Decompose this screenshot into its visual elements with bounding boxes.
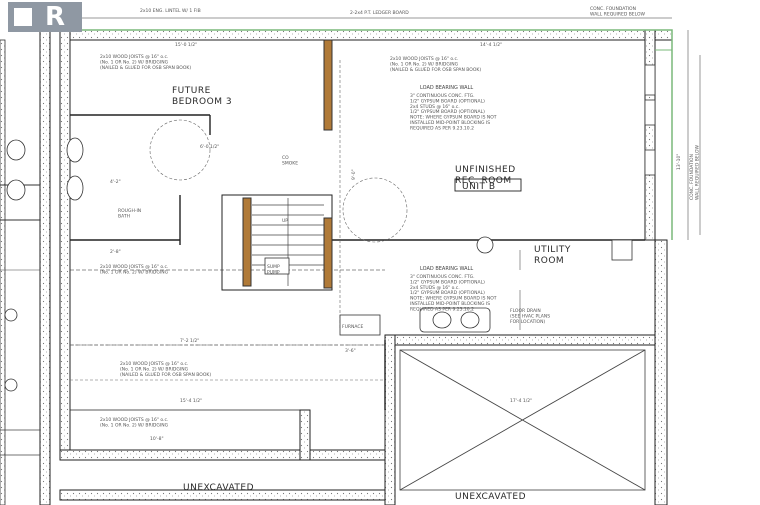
dim-6: 15'-4 1/2" <box>180 398 202 404</box>
dim-2: 14'-4 1/2" <box>480 42 502 48</box>
dimension-lines <box>60 17 701 330</box>
side-foundation-note: CONC. FOUNDATIONWALL REQUIRED BELOW <box>689 144 700 200</box>
fixtures <box>4 137 633 392</box>
dim-3: 6'-0 1/2" <box>200 144 219 150</box>
logo-text: R <box>44 2 66 32</box>
joists-note-right: 2x10 WOOD JOISTS @ 16" o.c.(No. 1 OR No.… <box>390 56 481 73</box>
joists-note-mid: 2x10 WOOD JOISTS @ 16" o.c.(No. 1 OR No.… <box>100 264 169 275</box>
green-accent-lines <box>60 29 673 240</box>
dim-12: 3'-6" <box>345 348 356 354</box>
neighbour-unit-walls <box>0 29 51 505</box>
load-bearing-posts <box>242 39 333 289</box>
lbw-mid-title: LOAD BEARING WALL <box>420 266 473 272</box>
dim-7: 10'-8" <box>150 436 164 442</box>
joists-note-bottom: 2x10 WOOD JOISTS @ 16" o.c.(No. 1 OR No.… <box>100 417 169 428</box>
dim-10: 2'-8" <box>110 249 121 255</box>
water-heater-icon <box>476 236 494 254</box>
dim-1: 15'-0 1/2" <box>175 42 197 48</box>
lintel-note: 2x10 ENG. LINTEL W/ 1 FIB <box>140 8 201 14</box>
dim-9: 4'-2" <box>110 179 121 185</box>
furnace-unit <box>339 314 381 336</box>
joists-note-top: 2x10 WOOD JOISTS @ 16" o.c.(No. 1 OR No.… <box>100 54 191 71</box>
unexcavated-right-label: UNEXCAVATED <box>455 492 526 502</box>
sump-pump-icon <box>264 257 290 275</box>
ledger-note: 2-2x4 P.T. LEDGER BOARD <box>350 10 409 16</box>
dim-11: 9'-0" <box>351 169 357 180</box>
foundation-walls <box>59 29 673 505</box>
brand-logo: R <box>8 2 82 32</box>
unit-label: UNIT B <box>462 182 496 192</box>
stair-up-label: UP <box>282 218 288 224</box>
unexcavated-cross <box>399 349 646 491</box>
lbw-top-body: 3" CONTINUOUS CONC. FTG.1/2" GYPSUM BOAR… <box>410 93 497 131</box>
logo-mark-icon <box>14 8 32 26</box>
windows <box>644 64 656 176</box>
joists-note-low: 2x10 WOOD JOISTS @ 16" o.c.(No. 1 OR No.… <box>120 361 211 378</box>
lbw-mid-body: 3" CONTINUOUS CONC. FTG.1/2" GYPSUM BOAR… <box>410 274 497 312</box>
lbw-top-title: LOAD BEARING WALL <box>420 85 473 91</box>
dim-4: 13'-10" <box>676 154 682 170</box>
unexcavated-left-label: UNEXCAVATED <box>183 483 254 493</box>
joist-lines <box>70 60 408 381</box>
furnace-label: FURNACE <box>342 324 364 330</box>
dim-5: 7'-2 1/2" <box>180 338 199 344</box>
dim-8: 17'-4 1/2" <box>510 398 532 404</box>
sink-icon <box>611 239 633 261</box>
